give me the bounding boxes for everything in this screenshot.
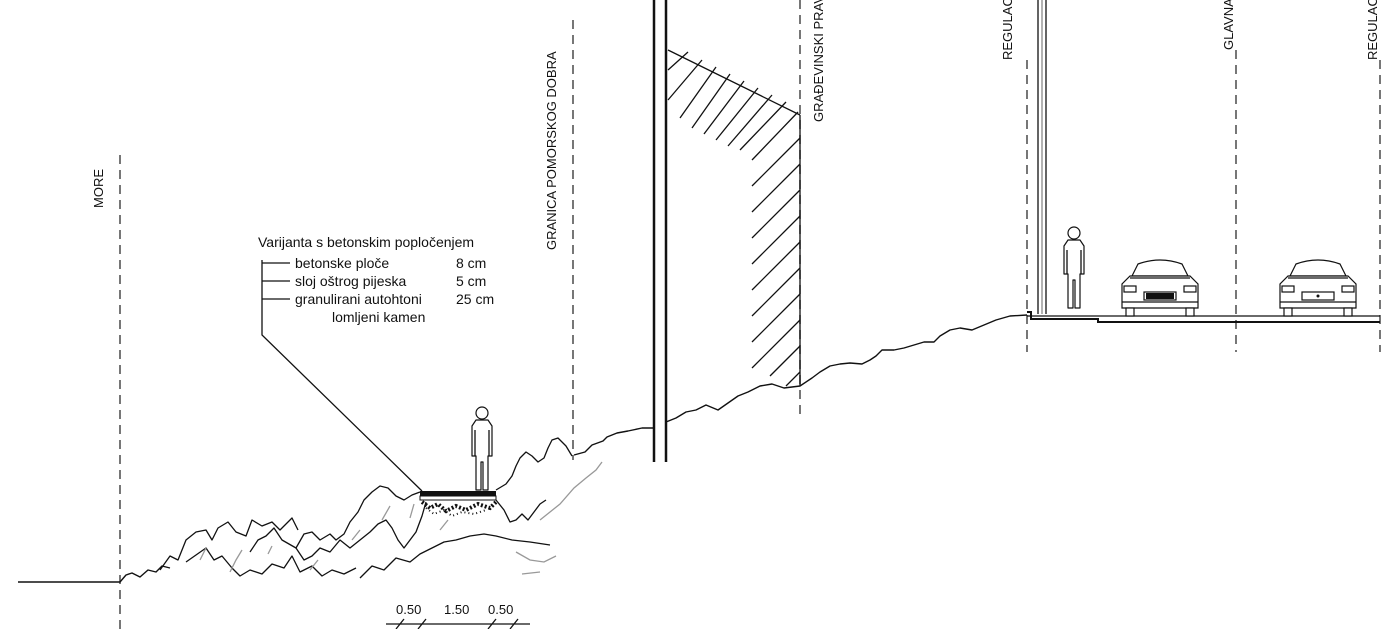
hatched-embankment <box>667 49 801 387</box>
pedestrian-icon <box>471 406 493 491</box>
dimension-line <box>386 618 530 629</box>
layer-2-material: sloj oštrog pijeska <box>295 273 406 289</box>
paving-note-title: Varijanta s betonskim popločenjem <box>258 234 474 250</box>
label-maritime-boundary: GRANICA POMORSKOG DOBRA <box>544 51 559 250</box>
note-leader <box>261 260 423 492</box>
layer-2-thickness: 5 cm <box>456 273 486 289</box>
label-sea: MORE <box>91 169 106 208</box>
layer-1-material: betonske ploče <box>295 255 389 271</box>
pedestrian-icon <box>1063 226 1085 309</box>
terrain-profile <box>18 314 1028 583</box>
paving-detail <box>419 491 498 518</box>
layer-3-material: granulirani autohtoni <box>295 291 422 307</box>
car-icon <box>1279 259 1357 317</box>
dimension-3: 0.50 <box>488 602 513 617</box>
dimension-2: 1.50 <box>444 602 469 617</box>
label-regulation-left: REGULACIJSKI PRAVAC <box>1000 0 1015 60</box>
road-surface <box>1027 311 1380 323</box>
layer-3-thickness: 25 cm <box>456 291 494 307</box>
layer-3-continuation: lomljeni kamen <box>332 309 425 325</box>
label-building-line: GRAĐEVINSKI PRAVAC <box>811 0 826 122</box>
layer-1-thickness: 8 cm <box>456 255 486 271</box>
lamp-post-icon <box>1037 0 1047 314</box>
building-wall <box>652 0 668 462</box>
rocky-shore <box>159 437 603 579</box>
car-icon <box>1121 259 1199 317</box>
label-regulation-right: REGULACIJSKI PRAVAC <box>1365 0 1380 60</box>
label-main-axis: GLAVNA OS <box>1221 0 1236 50</box>
dimension-1: 0.50 <box>396 602 421 617</box>
